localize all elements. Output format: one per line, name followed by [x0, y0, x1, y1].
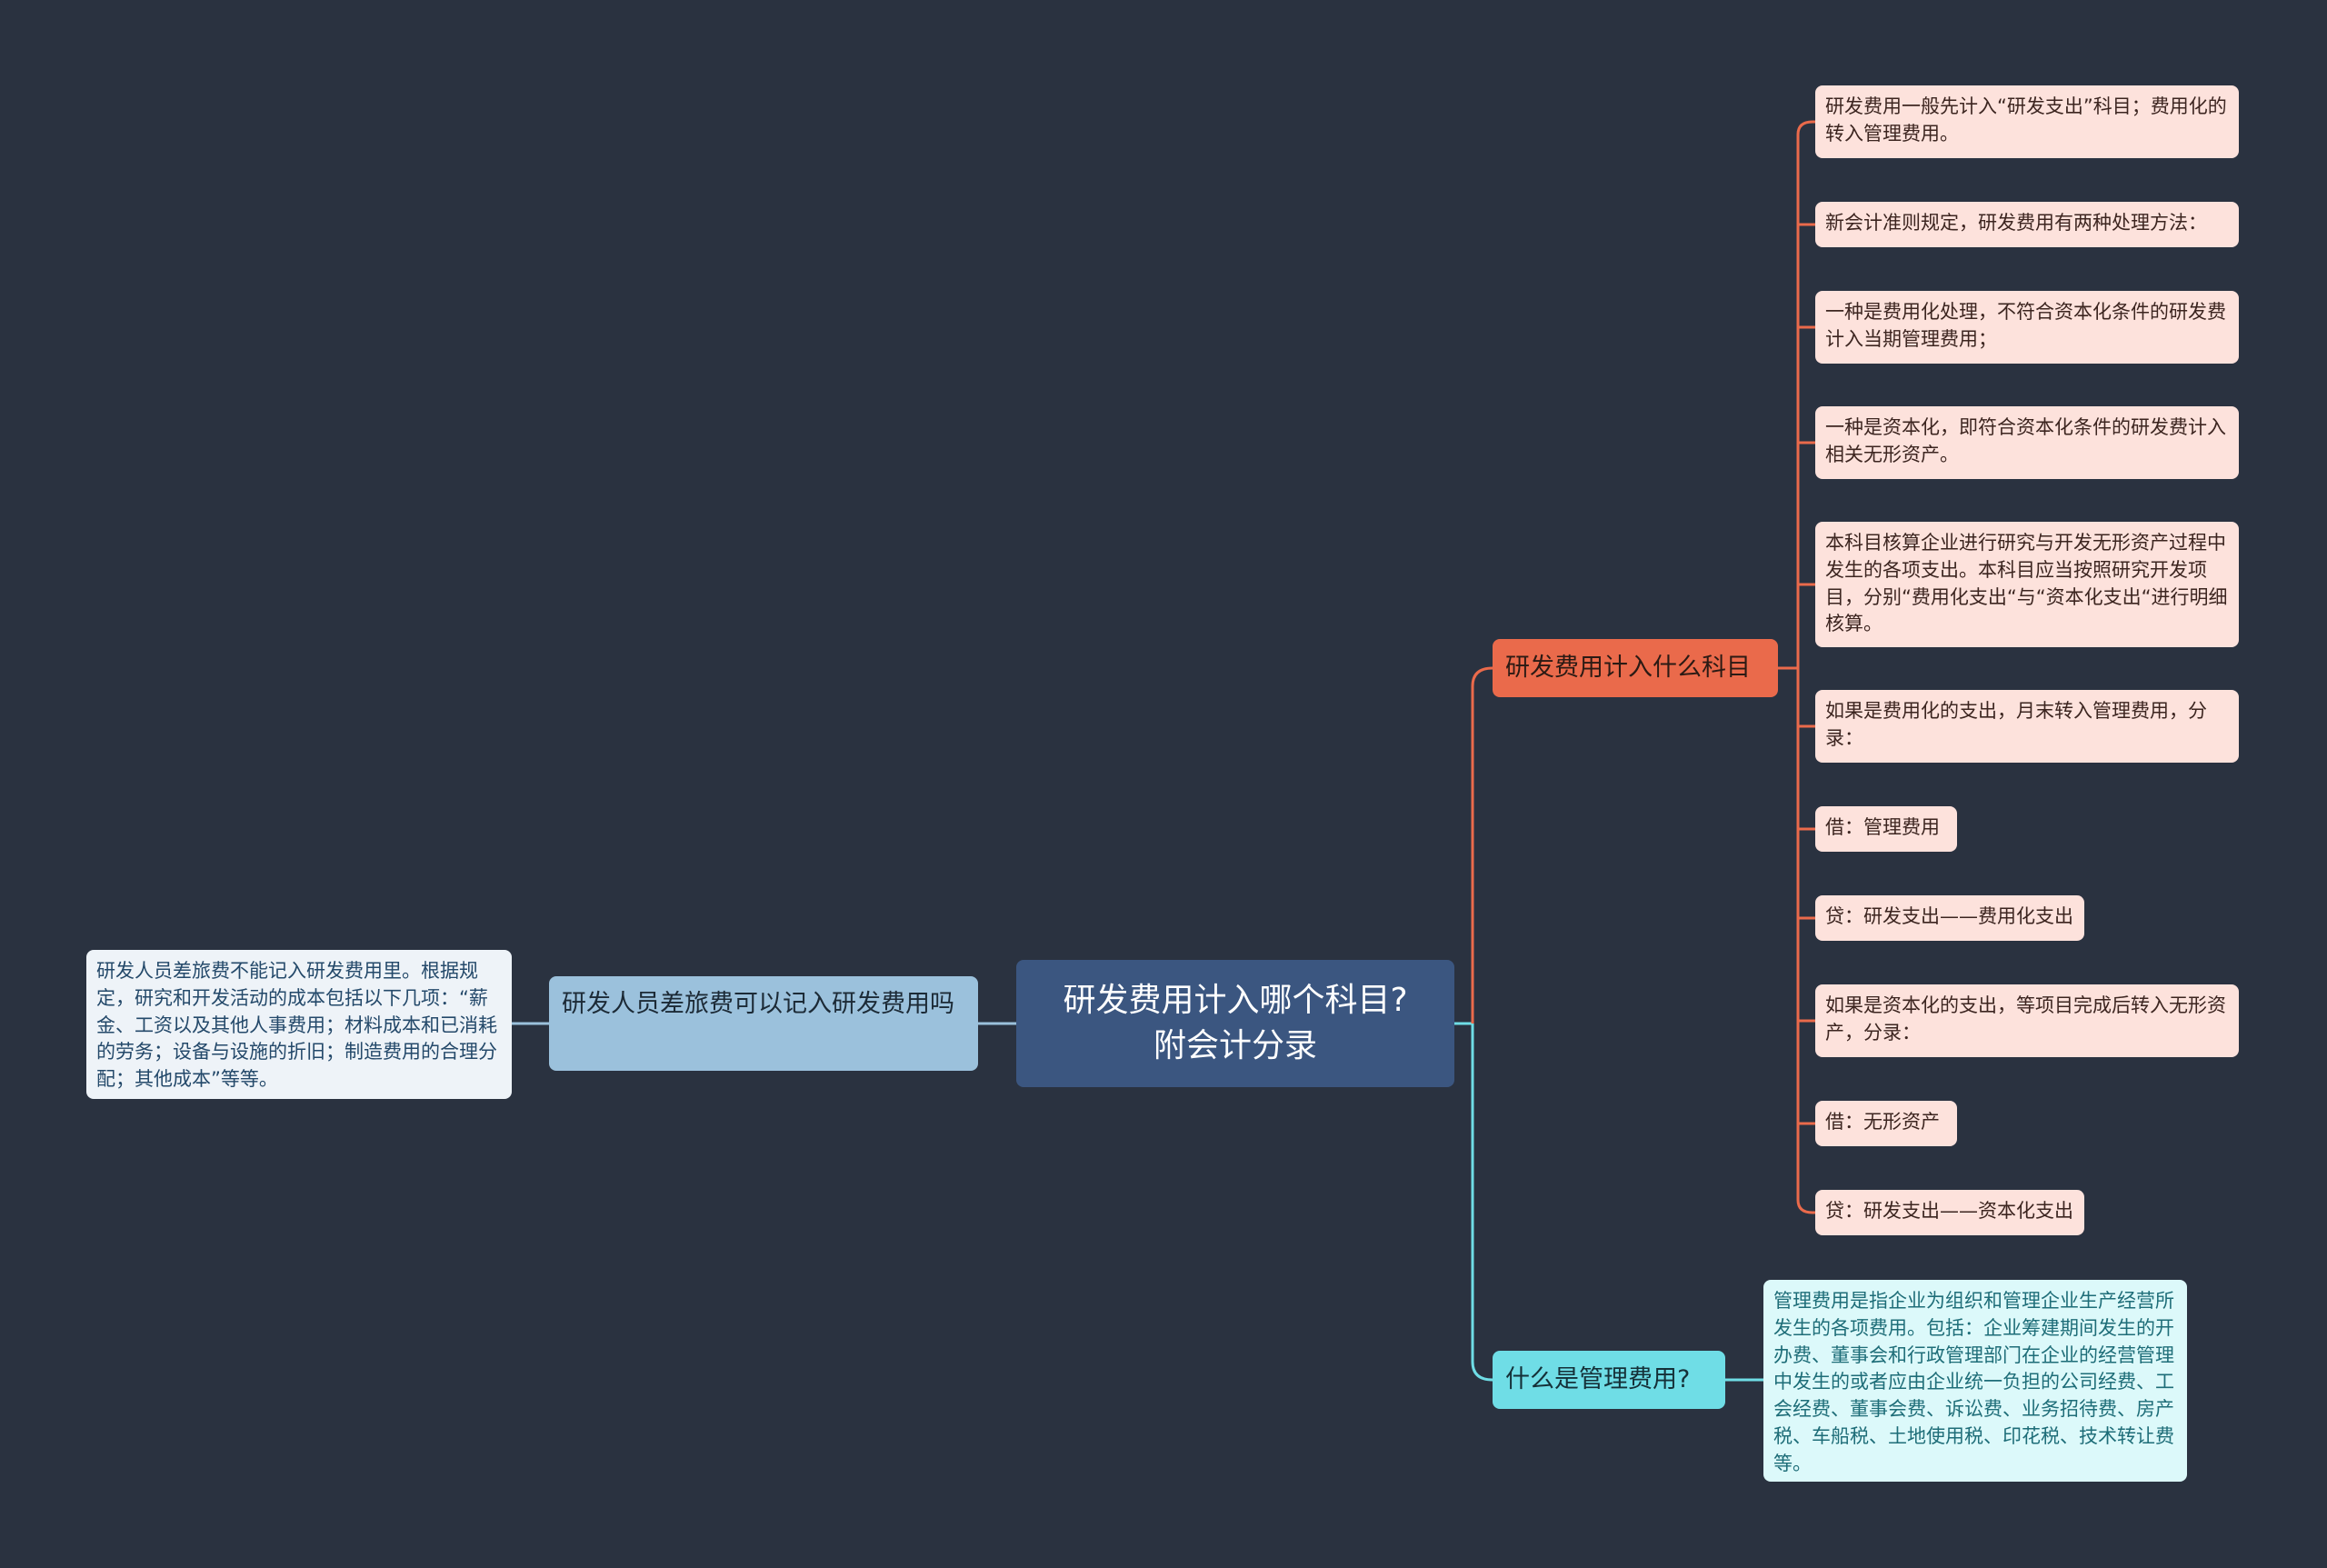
leaf-accounts-1[interactable]: 研发费用一般先计入“研发支出”科目；费用化的转入管理费用。: [1815, 85, 2239, 158]
branch-admin-expense[interactable]: 什么是管理费用?: [1493, 1351, 1725, 1409]
branch-admin-label: 什么是管理费用?: [1505, 1365, 1691, 1394]
leaf-text: 一种是资本化，即符合资本化条件的研发费计入相关无形资产。: [1825, 416, 2226, 465]
leaf-accounts-11[interactable]: 贷：研发支出——资本化支出: [1815, 1190, 2084, 1235]
connector-to-accounts-branch: [1471, 666, 1493, 1024]
leaf-accounts-6[interactable]: 如果是费用化的支出，月末转入管理费用，分录：: [1815, 690, 2239, 763]
leaf-text: 如果是费用化的支出，月末转入管理费用，分录：: [1825, 700, 2207, 749]
leaf-accounts-5[interactable]: 本科目核算企业进行研究与开发无形资产过程中发生的各项支出。本科目应当按照研究开发…: [1815, 522, 2239, 647]
root-node[interactable]: 研发费用计入哪个科目? 附会计分录: [1016, 960, 1454, 1087]
leaf-text: 研发人员差旅费不能记入研发费用里。根据规定，研究和开发活动的成本包括以下几项：“…: [96, 960, 497, 1091]
leaf-accounts-9[interactable]: 如果是资本化的支出，等项目完成后转入无形资产，分录：: [1815, 984, 2239, 1057]
branch-travel-label: 研发人员差旅费可以记入研发费用吗: [562, 990, 954, 1018]
branch-travel-expense[interactable]: 研发人员差旅费可以记入研发费用吗: [549, 976, 978, 1071]
leaf-text: 研发费用一般先计入“研发支出”科目；费用化的转入管理费用。: [1825, 95, 2227, 145]
leaf-text: 贷：研发支出——资本化支出: [1825, 1200, 2073, 1222]
leaf-text: 借：无形资产: [1825, 1111, 1940, 1133]
leaf-text: 本科目核算企业进行研究与开发无形资产过程中发生的各项支出。本科目应当按照研究开发…: [1825, 532, 2228, 635]
leaf-accounts-4[interactable]: 一种是资本化，即符合资本化条件的研发费计入相关无形资产。: [1815, 406, 2239, 479]
connector-to-admin-branch: [1471, 1024, 1493, 1382]
leaf-text: 如果是资本化的支出，等项目完成后转入无形资产，分录：: [1825, 994, 2226, 1044]
leaf-accounts-7[interactable]: 借：管理费用: [1815, 806, 1957, 852]
branch-accounts[interactable]: 研发费用计入什么科目: [1493, 639, 1778, 697]
leaf-text: 新会计准则规定，研发费用有两种处理方法：: [1825, 212, 2207, 234]
leaf-accounts-3[interactable]: 一种是费用化处理，不符合资本化条件的研发费计入当期管理费用；: [1815, 291, 2239, 364]
connector-accounts-leaf-11: [1796, 1199, 1815, 1214]
leaf-admin-definition[interactable]: 管理费用是指企业为组织和管理企业生产经营所发生的各项费用。包括：企业筹建期间发生…: [1763, 1280, 2187, 1482]
leaf-text: 借：管理费用: [1825, 816, 1940, 838]
leaf-travel-answer[interactable]: 研发人员差旅费不能记入研发费用里。根据规定，研究和开发活动的成本包括以下几项：“…: [86, 950, 512, 1099]
leaf-accounts-10[interactable]: 借：无形资产: [1815, 1101, 1957, 1146]
leaf-accounts-8[interactable]: 贷：研发支出——费用化支出: [1815, 895, 2084, 941]
leaf-text: 管理费用是指企业为组织和管理企业生产经营所发生的各项费用。包括：企业筹建期间发生…: [1773, 1290, 2174, 1474]
root-title-line2: 附会计分录: [1153, 1027, 1317, 1064]
connector-accounts-leaf-1: [1796, 120, 1815, 135]
leaf-text: 贷：研发支出——费用化支出: [1825, 905, 2073, 927]
branch-accounts-label: 研发费用计入什么科目: [1505, 654, 1751, 683]
root-title-line1: 研发费用计入哪个科目?: [1063, 981, 1408, 1019]
leaf-accounts-2[interactable]: 新会计准则规定，研发费用有两种处理方法：: [1815, 202, 2239, 247]
leaf-text: 一种是费用化处理，不符合资本化条件的研发费计入当期管理费用；: [1825, 301, 2226, 350]
